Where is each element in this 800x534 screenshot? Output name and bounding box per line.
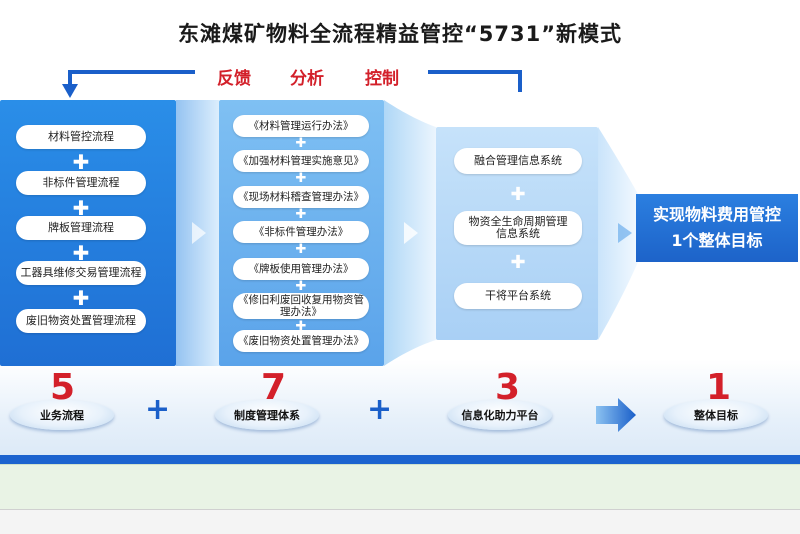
- connector-fan-2: [384, 100, 436, 366]
- plus-icon: ✚: [295, 171, 307, 186]
- plus-icon: ✚: [295, 279, 307, 294]
- connector-fan-3: [598, 127, 638, 340]
- goal-box: 实现物料费用管控 1个整体目标: [636, 194, 798, 262]
- caption-info-platform: 信息化助力平台: [448, 400, 552, 430]
- regulation-item: 《修旧利废回收复用物资管理办法》: [233, 293, 369, 319]
- control-label: 控制: [365, 69, 399, 89]
- plus-icon: +: [145, 392, 171, 427]
- plus-icon: ✚: [295, 136, 307, 151]
- business-process-panel: 材料管控流程 ✚ 非标件管理流程 ✚ 牌板管理流程 ✚ 工器具维修交易管理流程 …: [0, 100, 176, 366]
- plus-icon: ✚: [295, 207, 307, 222]
- regulation-item: 《加强材料管理实施意见》: [233, 150, 369, 172]
- process-item: 牌板管理流程: [16, 216, 146, 240]
- process-item: 废旧物资处置管理流程: [16, 309, 146, 333]
- plus-icon: ✚: [295, 319, 307, 334]
- arrow-right-icon: [596, 398, 636, 432]
- plus-icon: ✚: [72, 150, 90, 174]
- feedback-label: 反馈: [217, 69, 251, 89]
- goal-line-1: 实现物料费用管控: [652, 205, 781, 224]
- system-item: 干将平台系统: [454, 283, 582, 309]
- regulation-system-panel: 《材料管理运行办法》 ✚ 《加强材料管理实施意见》 ✚ 《现场材料稽查管理办法》…: [219, 100, 384, 366]
- plus-icon: ✚: [510, 184, 526, 205]
- regulation-item: 《废旧物资处置管理办法》: [233, 330, 369, 352]
- caption-overall-goal: 整体目标: [664, 400, 768, 430]
- feedback-loop-arrow: [62, 70, 522, 98]
- process-item: 非标件管理流程: [16, 171, 146, 195]
- regulation-item: 《材料管理运行办法》: [233, 115, 369, 137]
- plus-icon: +: [367, 392, 393, 427]
- page-title: 东滩煤矿物料全流程精益管控“5731”新模式: [177, 22, 623, 46]
- bottom-band: [0, 455, 800, 464]
- analysis-label: 分析: [290, 69, 324, 89]
- process-item: 工器具维修交易管理流程: [16, 261, 146, 285]
- information-platform-panel: 融合管理信息系统 ✚ 物资全生命周期管理信息系统 ✚ 干将平台系统: [436, 127, 598, 340]
- goal-line-2: 1个整体目标: [671, 231, 763, 250]
- connector-fan-1: [176, 100, 219, 366]
- plus-icon: ✚: [72, 196, 90, 220]
- plus-icon: ✚: [72, 286, 90, 310]
- plus-icon: ✚: [510, 252, 526, 273]
- system-item: 物资全生命周期管理信息系统: [454, 211, 582, 245]
- plus-icon: ✚: [295, 242, 307, 257]
- regulation-item: 《现场材料稽查管理办法》: [233, 186, 369, 208]
- footer-bar: [0, 509, 800, 534]
- regulation-item: 《牌板使用管理办法》: [233, 258, 369, 280]
- caption-regulation-system: 制度管理体系: [215, 400, 319, 430]
- caption-business-process: 业务流程: [10, 400, 114, 430]
- footer-area: [0, 464, 800, 510]
- regulation-item: 《非标件管理办法》: [233, 221, 369, 243]
- system-item: 融合管理信息系统: [454, 148, 582, 174]
- plus-icon: ✚: [72, 241, 90, 265]
- process-item: 材料管控流程: [16, 125, 146, 149]
